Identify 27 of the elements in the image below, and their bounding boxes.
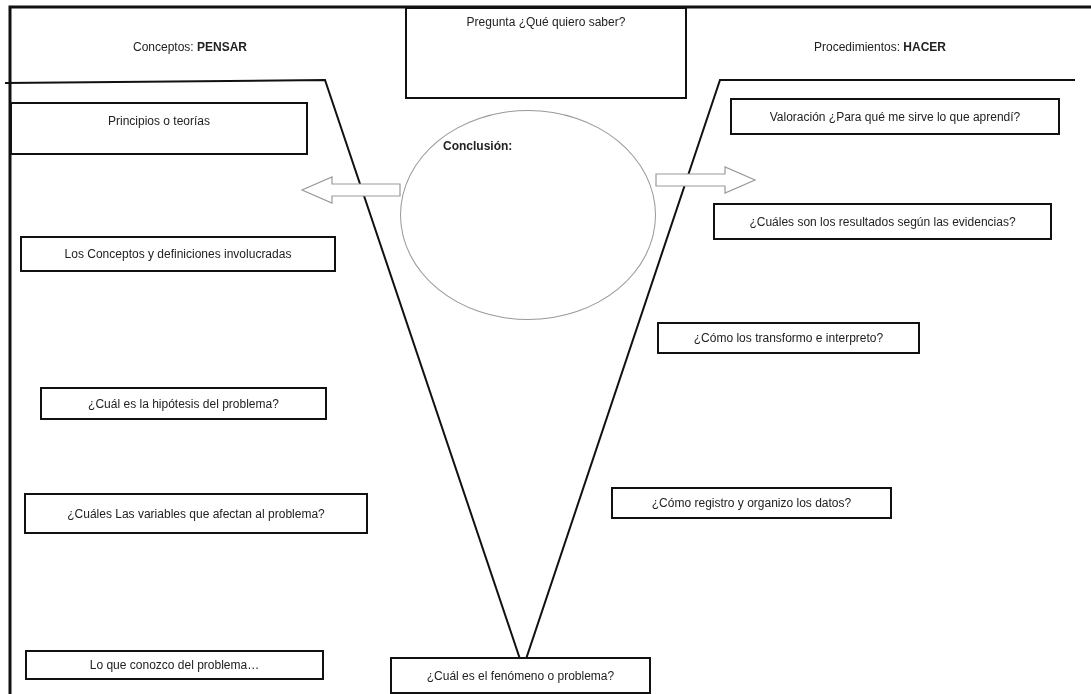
text-box: [20, 236, 336, 272]
text-box: [25, 650, 324, 680]
text-box: [390, 657, 651, 694]
column-heading: Procedimientos: HACER: [814, 40, 946, 54]
box-text: ¿Cómo los transformo e interpreto?: [693, 331, 884, 345]
text-box: [657, 322, 920, 354]
box-text: Conclusión:: [443, 139, 513, 153]
hollow-arrow: [300, 176, 401, 204]
box-text: ¿Cuál es la hipótesis del problema?: [88, 396, 279, 411]
column-heading: Conceptos: PENSAR: [132, 40, 248, 54]
text-box: [10, 102, 308, 155]
text-box: [24, 493, 368, 534]
text-box: [611, 487, 892, 519]
box-text: ¿Cuál es el fenómeno o problema?: [426, 668, 615, 683]
text-box: [405, 7, 687, 99]
box-text: ¿Cuáles son los resultados según las evidencias?: [749, 214, 1016, 229]
box-text: Pregunta ¿Qué quiero saber?: [466, 15, 626, 29]
box-text: Lo que conozco del problema…: [89, 658, 260, 672]
text-box: [730, 98, 1060, 135]
text-box: [40, 387, 327, 420]
box-text: Valoración ¿Para qué me sirve lo que aprendí?: [769, 109, 1021, 124]
hollow-arrow: [655, 166, 757, 194]
box-text: ¿Cómo registro y organizo los datos?: [651, 496, 852, 510]
box-text: ¿Cuáles Las variables que afectan al problema?: [67, 506, 325, 521]
text-box: [713, 203, 1052, 240]
box-text: Los Conceptos y definiciones involucradas: [64, 247, 292, 261]
box-text: Principios o teorías: [107, 114, 210, 128]
